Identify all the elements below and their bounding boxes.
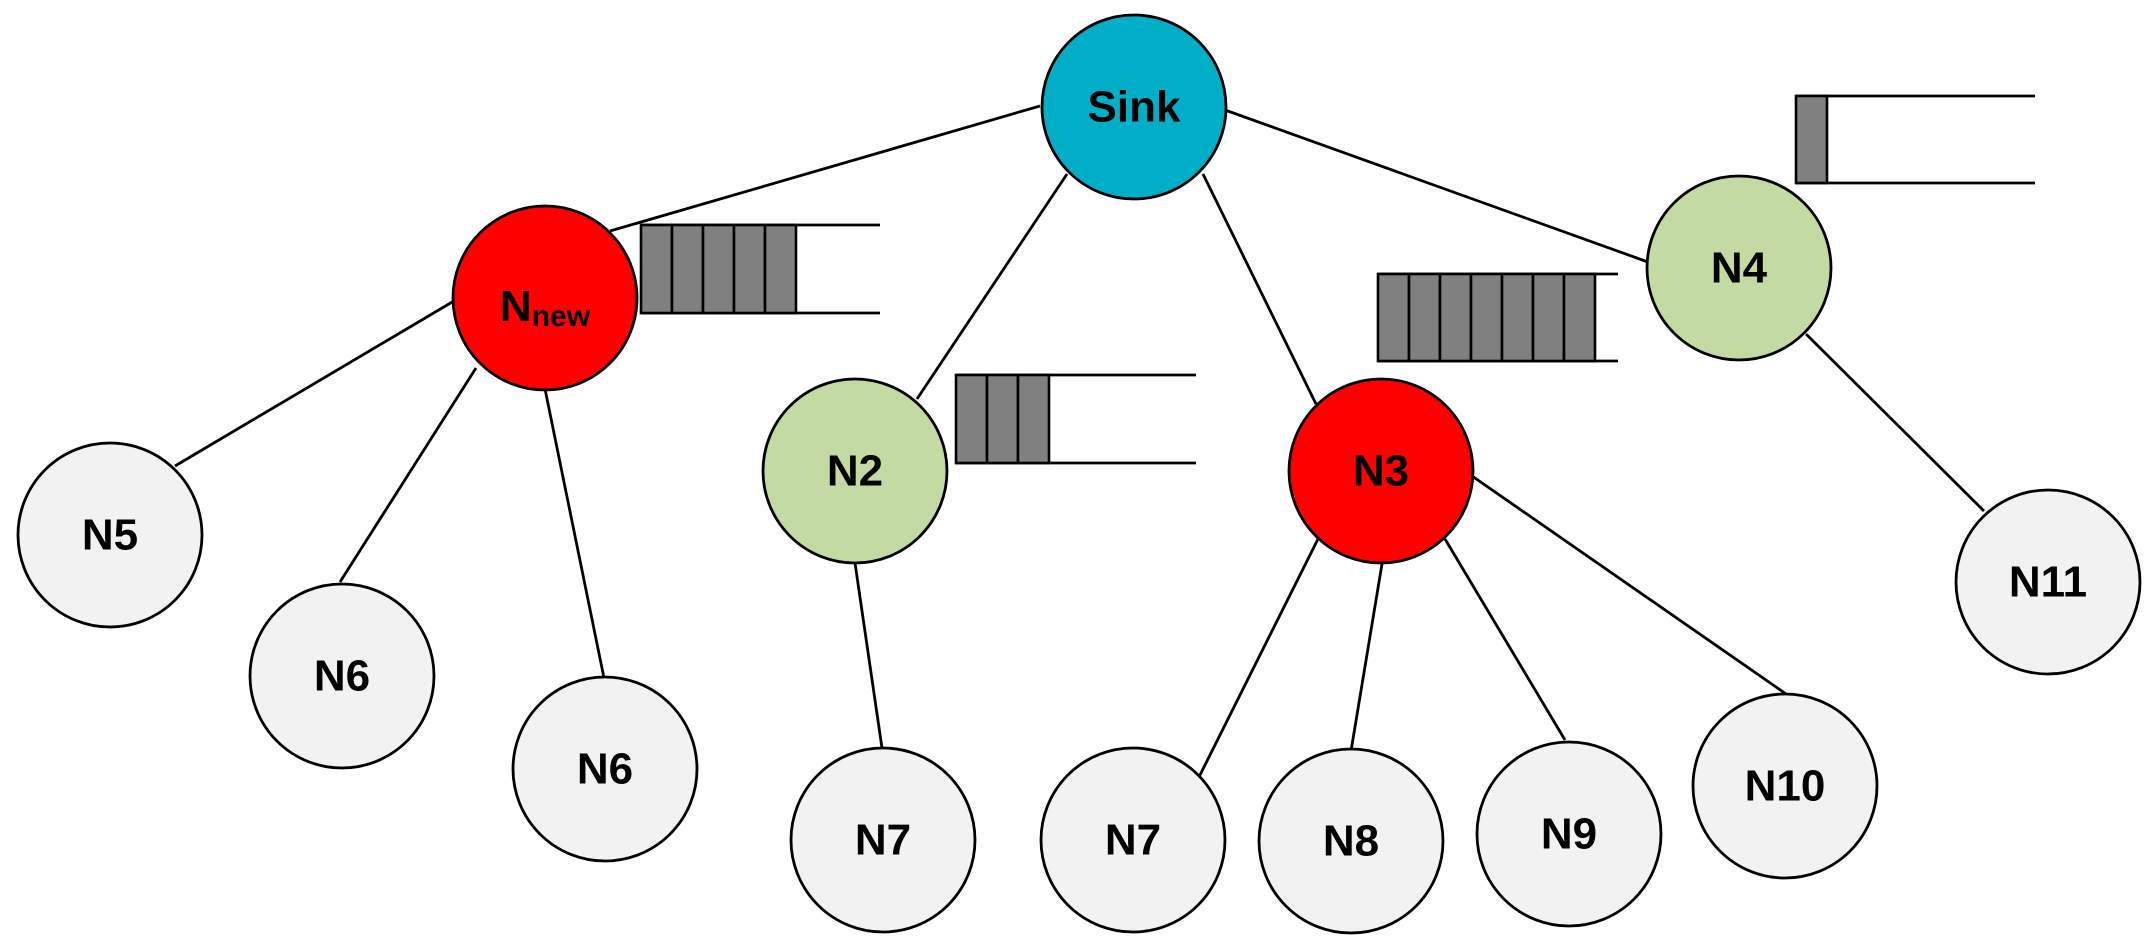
node-n5-circle	[16, 441, 204, 629]
queue-packet	[1562, 272, 1597, 363]
queue-packet	[1794, 94, 1829, 185]
edge-n3-n10	[1471, 474, 1790, 698]
node-n2[interactable]: N2	[761, 377, 949, 565]
node-n2-circle	[761, 377, 949, 565]
edge-sink-n4	[1224, 108, 1649, 264]
node-sink[interactable]: Sink	[1040, 13, 1228, 201]
node-nnew-circle	[451, 204, 639, 392]
queue-packet	[763, 223, 798, 315]
node-sink-circle	[1040, 13, 1228, 201]
node-n4-circle	[1645, 174, 1833, 362]
nodes: Sink Nnew N2 N3 N4 N5 N6 N6	[16, 13, 2142, 935]
queue-packet	[670, 223, 705, 315]
queue-packet	[1016, 373, 1051, 465]
node-n5-label: N5	[82, 511, 138, 560]
edge-sink-n3	[1201, 173, 1318, 405]
node-n8[interactable]: N8	[1257, 747, 1445, 935]
queue-packet	[1407, 272, 1442, 363]
queue-packet	[1500, 272, 1535, 363]
packet-queues	[639, 94, 2035, 465]
queue-n2	[954, 373, 1196, 465]
queue-n4	[1794, 94, 2035, 185]
node-n7a[interactable]: N7	[789, 746, 977, 934]
node-n7b-label: N7	[1105, 816, 1161, 865]
edge-n4-n11	[1805, 333, 1985, 512]
node-n8-label: N8	[1323, 817, 1379, 866]
edge-n3-n8	[1349, 563, 1384, 752]
node-n7a-circle	[789, 746, 977, 934]
node-n6b-label: N6	[577, 745, 633, 794]
node-n3[interactable]: N3	[1287, 377, 1475, 565]
queue-nnew	[639, 223, 880, 315]
node-nnew-label: Nnew	[500, 282, 591, 333]
node-n9-label: N9	[1541, 810, 1597, 859]
queue-packet	[1531, 272, 1566, 363]
queue-packet	[985, 373, 1020, 465]
node-nnew[interactable]: Nnew	[451, 204, 639, 392]
queue-packet	[701, 223, 736, 315]
queue-n3	[1376, 272, 1618, 363]
node-n4-label: N4	[1711, 244, 1768, 293]
node-n6b[interactable]: N6	[511, 675, 699, 863]
edge-n3-n7b	[1194, 538, 1320, 784]
node-sink-label: Sink	[1088, 83, 1181, 132]
edge-sink-n2	[915, 173, 1069, 400]
edges	[174, 104, 1985, 784]
node-n7a-label: N7	[855, 816, 911, 865]
node-n7b-circle	[1039, 746, 1227, 934]
node-n5[interactable]: N5	[16, 441, 204, 629]
node-n6a[interactable]: N6	[248, 582, 436, 770]
edge-sink-nnew	[609, 104, 1041, 233]
edge-n3-n9	[1443, 538, 1567, 741]
node-n7b[interactable]: N7	[1039, 746, 1227, 934]
node-n11-label: N11	[2009, 558, 2087, 607]
edge-n2-n7a	[853, 562, 884, 749]
node-n10[interactable]: N10	[1691, 692, 1879, 880]
queue-packet	[639, 223, 674, 315]
node-n11[interactable]: N11	[1954, 488, 2142, 676]
node-n9[interactable]: N9	[1475, 740, 1663, 928]
node-n8-circle	[1257, 747, 1445, 935]
node-n3-circle	[1287, 377, 1475, 565]
node-n4[interactable]: N4	[1645, 174, 1833, 362]
node-n10-label: N10	[1745, 762, 1826, 811]
queue-packet	[1376, 272, 1411, 363]
queue-packet	[732, 223, 767, 315]
node-n6a-label: N6	[314, 652, 370, 701]
edge-nnew-n5	[174, 296, 460, 468]
queue-packet	[1438, 272, 1473, 363]
node-n3-label: N3	[1353, 447, 1409, 496]
node-n6a-circle	[248, 582, 436, 770]
edge-nnew-n6b	[543, 388, 606, 679]
node-n10-circle	[1691, 692, 1879, 880]
queue-packet	[954, 373, 989, 465]
node-n9-circle	[1475, 740, 1663, 928]
node-n2-label: N2	[827, 447, 883, 496]
node-n6b-circle	[511, 675, 699, 863]
node-n11-circle	[1954, 488, 2142, 676]
queue-packet	[1469, 272, 1504, 363]
edge-nnew-n6a	[338, 367, 478, 583]
